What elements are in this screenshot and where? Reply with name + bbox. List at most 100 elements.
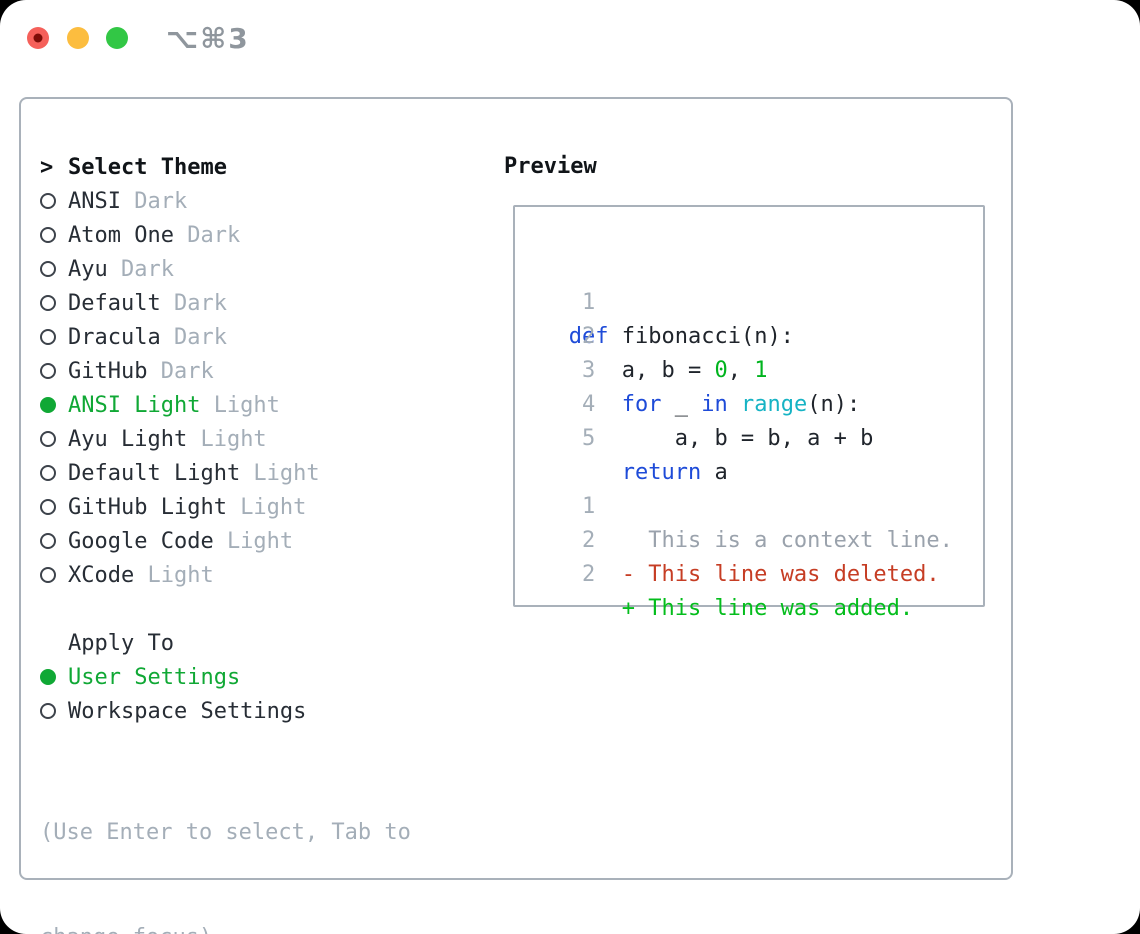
code-segment-plain: a, b = [555,358,715,383]
theme-selector-panel: > Select Theme ANSI Dark Atom One Dark A… [19,97,1013,934]
line-number: 4 [581,392,596,417]
theme-name: Default [68,290,161,316]
theme-variant-badge: Dark [173,324,227,350]
code-segment-added: + This line was added. [555,596,914,621]
keyboard-shortcut-label: ⌥⌘3 [166,22,250,55]
theme-option-github[interactable]: GitHub Dark [40,354,411,388]
theme-option-ayu[interactable]: Ayu Dark [40,252,411,286]
theme-option-default-light[interactable]: Default Light Light [40,456,411,490]
line-number: 2 [581,324,596,349]
theme-variant-badge: Light [200,426,267,452]
prompt-caret-icon: > [40,154,54,180]
theme-option-google-code[interactable]: Google Code Light [40,524,411,558]
theme-name: ANSI [68,188,121,214]
theme-variant-badge: Light [226,528,294,554]
theme-option-dracula[interactable]: Dracula Dark [40,320,411,354]
close-button[interactable] [27,27,49,49]
code-segment-deleted: - This line was deleted. [555,562,940,587]
theme-name: GitHub Light [68,494,227,520]
code-line: 2 + This line was added. [529,524,983,621]
usage-hint: (Use Enter to select, Tab to change focu… [40,745,411,934]
line-number: 2 [581,562,596,587]
code-segment-plain: a [701,460,728,485]
line-number: 3 [581,358,596,383]
theme-variant-badge: Dark [160,358,214,384]
theme-name: Atom One [68,222,174,248]
code-segment-plain: fibonacci(n): [608,324,794,349]
apply-option-label: Workspace Settings [68,698,307,724]
radio-icon [40,295,56,311]
code-segment-keyword: return [621,460,702,485]
theme-variant-badge: Light [147,562,214,588]
theme-variant-badge: Dark [173,290,227,316]
code-segment-plain: _ [661,392,702,417]
code-segment-plain [728,392,741,417]
code-segment-plain: (n): [807,392,861,417]
usage-hint-line-1: (Use Enter to select, Tab to [40,820,411,845]
radio-icon [40,329,56,345]
code-segment-keyword: in [701,392,728,417]
code-line: 2 - This line was deleted. [529,490,983,587]
usage-hint-line-2: change focus) [40,920,411,934]
apply-to-title: Apply To [68,630,174,656]
code-segment-plain: a, b = b, a + b [555,426,874,451]
theme-name: Ayu Light [68,426,188,452]
apply-option-label: User Settings [68,664,241,690]
theme-name: Dracula [68,324,161,350]
apply-to-header: Apply To [40,626,411,660]
theme-variant-badge: Light [240,494,307,520]
code-segment-plain: , [727,358,755,383]
line-number: 1 [581,494,596,519]
radio-selected-icon [40,669,56,685]
code-segment-number: 1 [754,358,768,383]
code-line: 1 def fibonacci(n): [529,252,983,349]
radio-icon [40,261,56,277]
line-number: 5 [581,426,596,451]
radio-icon [40,431,56,447]
preview-box: 1 def fibonacci(n): 2 a, b = 0, 1 3 for … [513,205,985,621]
radio-icon [40,499,56,515]
theme-variant-badge: Dark [187,222,241,248]
select-theme-header: > Select Theme [40,150,411,184]
code-line: 1 This is a context line. [529,456,983,553]
code-segment-number: 0 [714,358,728,383]
theme-option-ayu-light[interactable]: Ayu Light Light [40,422,411,456]
minimize-button[interactable] [67,27,89,49]
code-line: 3 for _ in range(n): [529,320,983,417]
theme-variant-badge: Dark [120,256,174,282]
code-segment-context: This is a context line. [555,528,953,553]
apply-option-user-settings[interactable]: User Settings [40,660,411,694]
theme-option-atom-one[interactable]: Atom One Dark [40,218,411,252]
maximize-button[interactable] [106,27,128,49]
record-dot-icon [33,33,43,43]
radio-icon [40,533,56,549]
theme-list-column: > Select Theme ANSI Dark Atom One Dark A… [40,150,411,934]
theme-option-ansi-light[interactable]: ANSI Light Light [40,388,411,422]
theme-name: XCode [68,562,135,588]
theme-name: GitHub [68,358,148,384]
theme-option-default[interactable]: Default Dark [40,286,411,320]
code-segment-keyword: for [621,392,662,417]
theme-option-github-light[interactable]: GitHub Light Light [40,490,411,524]
theme-name: Google Code [68,528,214,554]
radio-icon [40,703,56,719]
code-line: 4 a, b = b, a + b [529,354,983,451]
theme-option-ansi[interactable]: ANSI Dark [40,184,411,218]
theme-variant-badge: Dark [134,188,188,214]
apply-option-workspace-settings[interactable]: Workspace Settings [40,694,411,728]
code-preview: 1 def fibonacci(n): 2 a, b = 0, 1 3 for … [529,252,983,621]
code-segment-keyword: def [568,324,609,349]
preview-title: Preview [504,154,597,179]
theme-name: Ayu [68,256,108,282]
theme-name: ANSI Light [68,392,201,418]
theme-name: Default Light [68,460,241,486]
theme-variant-badge: Light [213,392,280,418]
radio-icon [40,465,56,481]
code-segment-builtin: range [740,392,808,417]
code-line: 2 a, b = 0, 1 [529,286,983,383]
line-number: 2 [581,528,596,553]
radio-icon [40,193,56,209]
theme-option-xcode[interactable]: XCode Light [40,558,411,592]
radio-icon [40,227,56,243]
